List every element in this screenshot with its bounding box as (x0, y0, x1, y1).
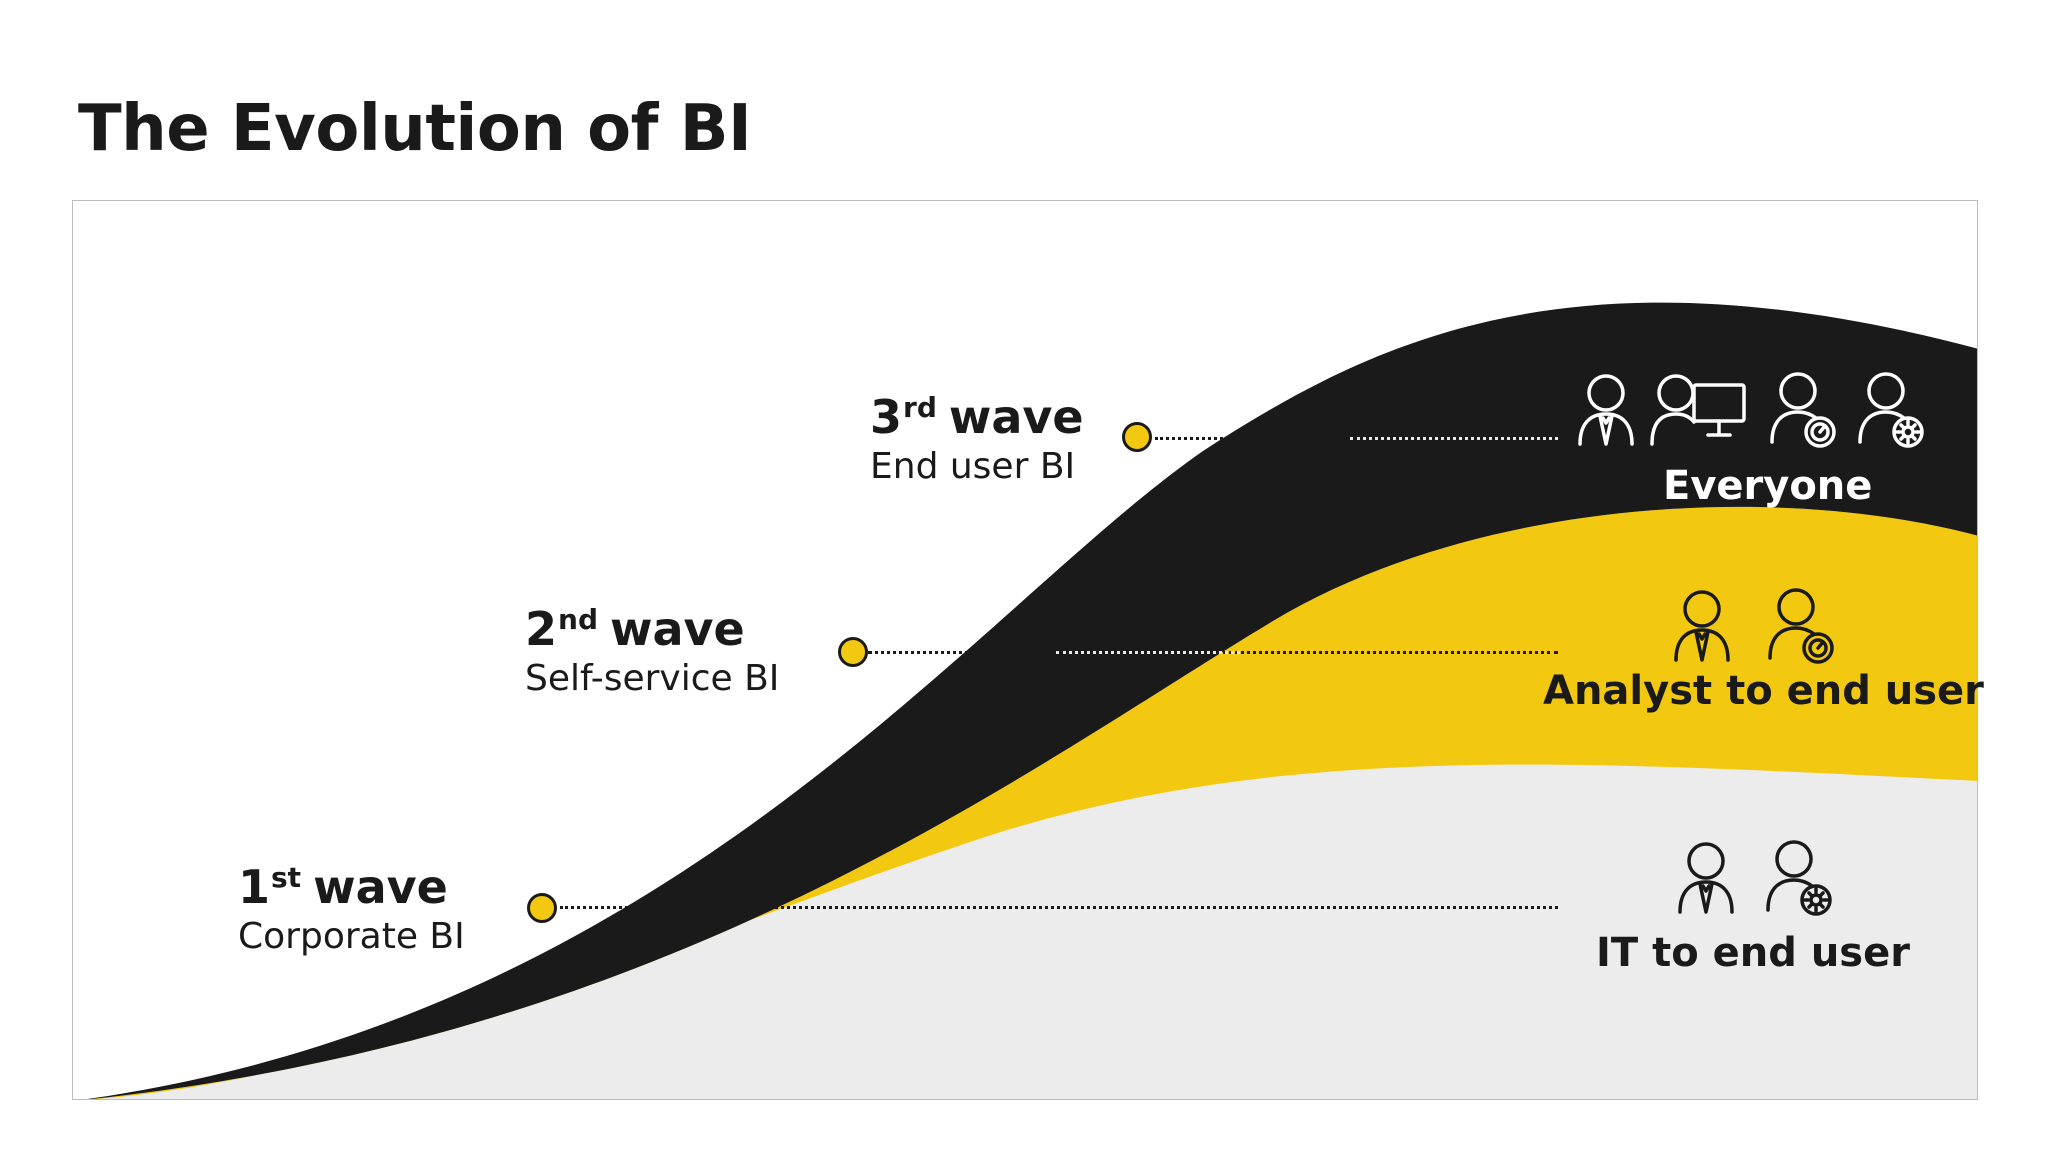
business-user-icon (1674, 590, 1730, 662)
audience-wave-1: IT to end user (1596, 930, 1910, 976)
wave-3-marker (1122, 422, 1152, 452)
business-user-icon (1678, 842, 1734, 914)
diagram-frame (72, 200, 1978, 1100)
business-user-icon (1578, 374, 1634, 446)
desktop-user-icon (1650, 374, 1746, 446)
it-admin-icon (1858, 372, 1924, 448)
wave-3-subtitle: End user BI (870, 446, 1076, 487)
wave-1-subtitle: Corporate BI (238, 916, 465, 957)
leader-line-wave-1 (560, 906, 1558, 909)
analyst-icon (1770, 372, 1836, 448)
audience-wave-3: Everyone (1663, 463, 1873, 509)
band-grey (98, 764, 1977, 1099)
band-yellow (91, 506, 1977, 1099)
it-admin-icon (1766, 840, 1832, 916)
wave-1-marker (527, 893, 557, 923)
wave-2-marker (838, 637, 868, 667)
band-black (86, 302, 1977, 1099)
wave-2-subtitle: Self-service BI (525, 658, 780, 699)
leader-line-wave-2-over-band (1056, 651, 1240, 654)
leader-line-wave-3-over-band (1350, 437, 1558, 440)
wave-bands (86, 302, 1977, 1099)
audience-wave-2: Analyst to end user (1543, 668, 1984, 714)
analyst-icon (1768, 588, 1834, 664)
page-title: The Evolution of BI (78, 92, 752, 166)
